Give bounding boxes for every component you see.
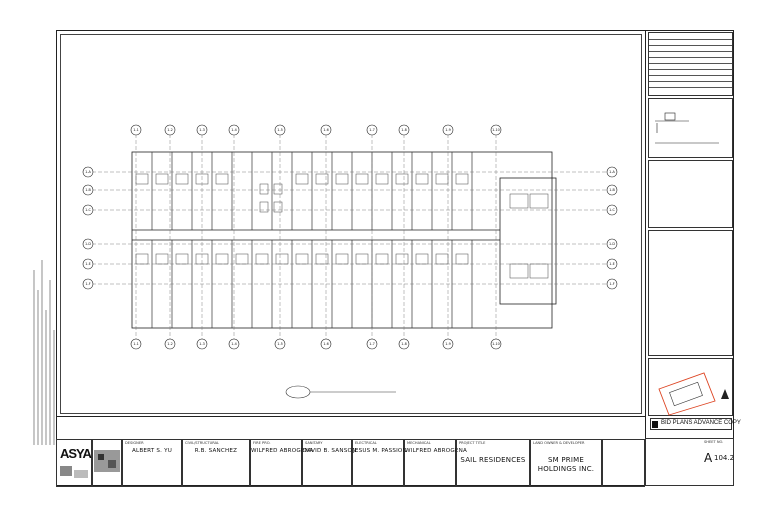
grid-bubble-top: 1-9 — [445, 128, 451, 132]
stamp-mark-icon — [652, 421, 658, 428]
mechanical-caption: MECHANICAL — [407, 441, 431, 445]
side-notes — [30, 250, 66, 450]
grid-bubble-top: 1-10 — [492, 128, 500, 132]
grid-bubble-top: 1-1 — [133, 128, 139, 132]
grid-bubble-bottom: 1-7 — [369, 342, 375, 346]
logo-graphic — [60, 466, 88, 478]
mechanical-name: WILFRED ABROGENA — [405, 448, 468, 454]
grid-bubble-right: 1-B — [609, 188, 615, 192]
units-top — [151, 152, 473, 230]
company-logo: ASYA — [60, 446, 92, 461]
revision-panel: BID PLANS ADVANCE COPY — [645, 30, 741, 486]
grid-bubble-right: 1-F — [609, 282, 614, 286]
sheet-caption: SHEET NO. — [704, 440, 724, 444]
electrical-caption: ELECTRICAL — [355, 441, 377, 445]
grid-bubble-left: 1-A — [85, 170, 91, 174]
grid-bubble-bottom: 1-5 — [277, 342, 283, 346]
owner-cell: LAND OWNER & DEVELOPER SM PRIME HOLDINGS… — [530, 439, 602, 487]
sheet-number: 104.2 — [714, 454, 735, 462]
grid-bubble-top: 1-2 — [167, 128, 173, 132]
grid-bubble-bottom: 1-1 — [133, 342, 139, 346]
stamp-text: BID PLANS ADVANCE COPY — [661, 420, 741, 426]
sanitary-name: DAVID B. SANSON — [303, 448, 357, 454]
project-cell: PROJECT TITLE SAIL RESIDENCES — [456, 439, 530, 487]
side-notes-lines — [33, 260, 55, 445]
owner-line1: SM PRIME — [548, 456, 584, 464]
grid-bubble-top: 1-3 — [199, 128, 205, 132]
grid-bubble-left: 1-F — [85, 282, 90, 286]
project-caption: PROJECT TITLE — [459, 441, 486, 445]
key-symbol — [655, 112, 719, 144]
revision-table — [648, 32, 733, 96]
owner-caption: LAND OWNER & DEVELOPER — [533, 441, 585, 445]
seal-cell — [92, 439, 122, 487]
fire-cell: FIRE PRO. WILFRED ABROGENA — [250, 439, 314, 487]
grid-bubble-top: 1-8 — [401, 128, 407, 132]
civil-caption: CIVIL/STRUCTURAL — [185, 441, 220, 445]
sanitary-caption: SANITARY — [305, 441, 323, 445]
bid-stamp: BID PLANS ADVANCE COPY — [650, 418, 741, 430]
title-block: ASYA DESIGNER ALBERT S. YU CIVIL/STRUCTU… — [56, 416, 645, 487]
key-plan-box — [648, 358, 733, 416]
grid-bubble-top: 1-5 — [277, 128, 283, 132]
grid-bubble-bottom: 1-6 — [323, 342, 329, 346]
notes-box — [648, 160, 733, 228]
grid-bubble-top: 1-6 — [323, 128, 329, 132]
grid-bubble-bottom: 1-3 — [199, 342, 205, 346]
grid-bubble-bottom: 1-4 — [231, 342, 237, 346]
sheet-info-cell — [602, 439, 645, 487]
designer-name: ALBERT S. YU — [131, 448, 172, 454]
electrical-name: JESUS M. PASSION — [353, 448, 407, 454]
grid-bubble-left: 1-D — [85, 242, 91, 246]
grid-bubble-left: 1-C — [85, 208, 91, 212]
grid-bubble-left: 1-B — [85, 188, 91, 192]
mechanical-cell: MECHANICAL WILFRED ABROGENA — [404, 439, 468, 487]
key-plan — [658, 372, 729, 416]
grid-bubble-right: 1-C — [609, 208, 615, 212]
grid-bubble-left: 1-E — [85, 262, 91, 266]
grid-bubble-bottom: 1-9 — [445, 342, 451, 346]
floor-plan: 1-1 1-1 1-2 1-2 1-3 1-3 1-4 1-4 1-5 1-5 1-6 1-6 1-7 1… — [82, 124, 618, 399]
remarks-box — [648, 230, 733, 356]
sheet-letter: A — [704, 451, 713, 465]
fire-caption: FIRE PRO. — [253, 441, 271, 445]
logo-cell: ASYA — [56, 439, 92, 487]
electrical-cell: ELECTRICAL JESUS M. PASSION — [352, 439, 407, 487]
drawing-area — [60, 34, 642, 414]
scale-symbol — [285, 385, 396, 399]
key-symbol-box — [648, 98, 733, 158]
grid-bubble-top: 1-7 — [369, 128, 375, 132]
civil-name: R.B. SANCHEZ — [194, 448, 238, 454]
grid-bubble-bottom: 1-10 — [492, 342, 500, 346]
qr-seal — [94, 450, 120, 472]
fire-name: WILFRED ABROGENA — [251, 448, 314, 454]
grid-bubble-right: 1-A — [609, 170, 615, 174]
grid-bubble-bottom: 1-2 — [167, 342, 173, 346]
drawing-sheet — [56, 30, 734, 486]
north-arrow-icon — [721, 389, 729, 399]
designer-cell: DESIGNER ALBERT S. YU — [122, 439, 182, 487]
grid-bubble-top: 1-4 — [231, 128, 237, 132]
sheet-number-block: SHEET NO. A 104.2 — [645, 438, 734, 486]
designer-caption: DESIGNER — [125, 441, 144, 445]
grid-lines — [92, 134, 608, 340]
civil-cell: CIVIL/STRUCTURAL R.B. SANCHEZ — [182, 439, 250, 487]
room-fixtures — [135, 173, 549, 279]
owner-line2: HOLDINGS INC. — [537, 465, 595, 473]
project-title: SAIL RESIDENCES — [460, 456, 526, 464]
grid-bubble-right: 1-E — [609, 262, 615, 266]
grid-bubble-right: 1-D — [609, 242, 615, 246]
sanitary-cell: SANITARY DAVID B. SANSON — [302, 439, 357, 487]
grid-bubble-bottom: 1-8 — [401, 342, 407, 346]
